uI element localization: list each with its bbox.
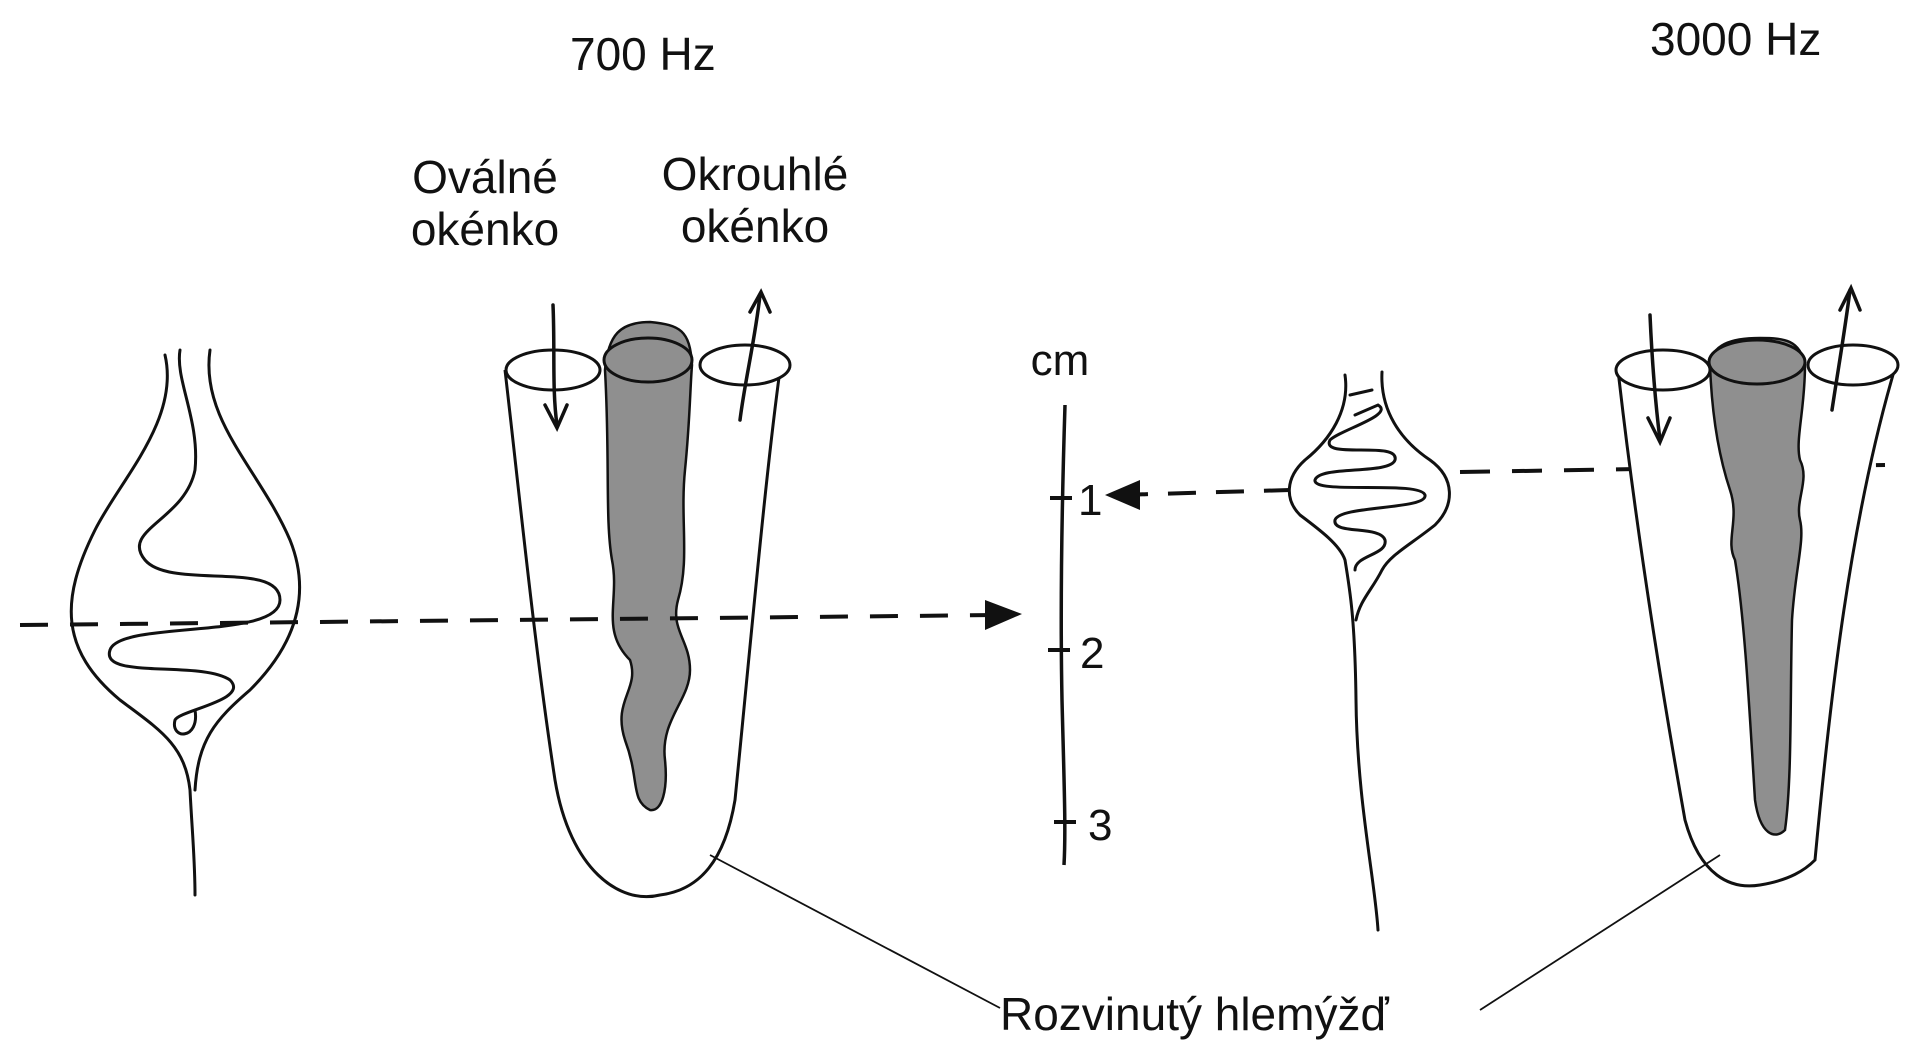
frequency-label-3000: 3000 Hz <box>1650 13 1821 65</box>
round-window-label-line2: okénko <box>681 200 829 252</box>
helicotrema-top-700hz <box>604 338 692 382</box>
arrowhead-icon <box>985 600 1022 630</box>
scale-tick-label-1: 1 <box>1078 476 1102 525</box>
wave-envelope-3000hz <box>1289 372 1449 930</box>
scale-tick-label-2: 2 <box>1080 629 1104 678</box>
helicotrema-top-3000hz <box>1709 340 1805 384</box>
round-window-3000hz <box>1808 345 1898 385</box>
dashed-line-700hz <box>20 600 1022 630</box>
round-window-label-line1: Okrouhlé <box>662 148 849 200</box>
oval-window-3000hz <box>1616 350 1710 390</box>
unrolled-cochlea-3000hz <box>1616 288 1898 886</box>
unrolled-cochlea-700hz <box>505 292 790 897</box>
frequency-label-700: 700 Hz <box>570 28 716 80</box>
length-scale: cm 1 2 3 <box>1031 336 1113 865</box>
scale-tick-label-3: 3 <box>1088 801 1112 850</box>
caption-leaders <box>710 855 1720 1010</box>
caption-unrolled-cochlea: Rozvinutý hlemýžď <box>1000 988 1389 1040</box>
arrowhead-icon <box>1105 480 1140 510</box>
oval-window-label-line2: okénko <box>411 203 559 255</box>
scale-unit-label: cm <box>1031 336 1090 385</box>
oval-window-label-line1: Oválné <box>412 151 558 203</box>
